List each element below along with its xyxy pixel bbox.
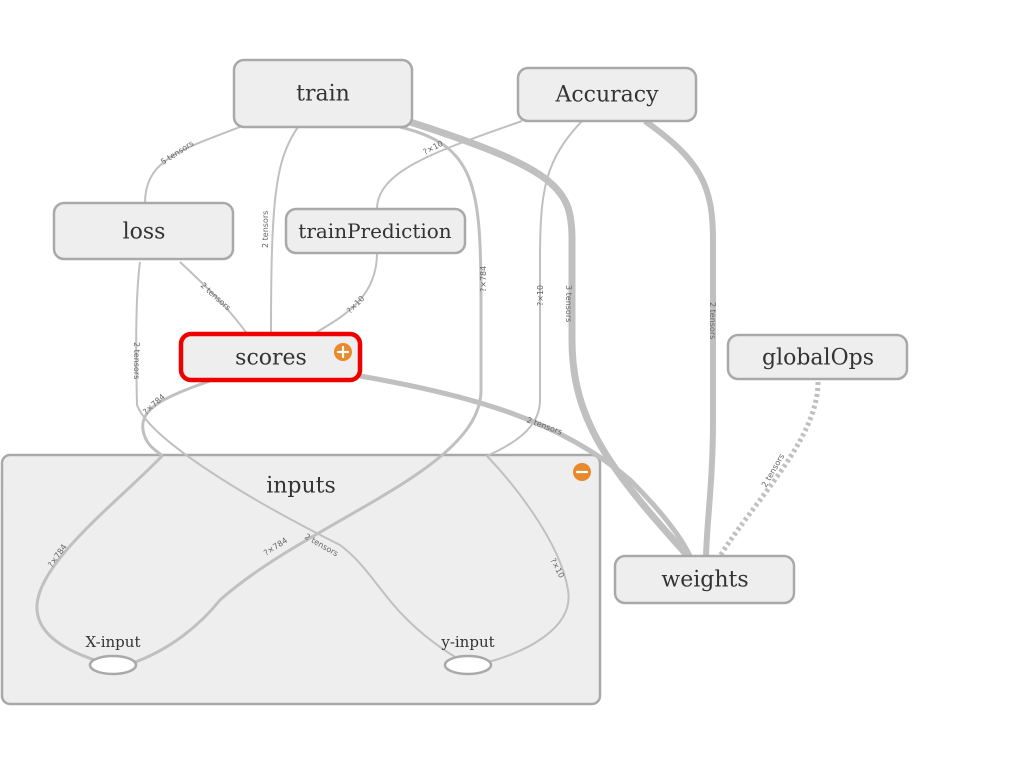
node-globalops[interactable]: globalOps bbox=[726, 333, 909, 381]
edge-label-accuracy-weights: 2 tensors bbox=[708, 302, 717, 339]
edge-accuracy-weights bbox=[643, 118, 716, 557]
inputs-group[interactable] bbox=[0, 453, 602, 706]
node-trainprediction-label: trainPrediction bbox=[298, 219, 452, 243]
edge-label-train-xinput: ?×784 bbox=[479, 266, 488, 292]
node-scores-box[interactable] bbox=[178, 331, 363, 383]
edge-globalops-weights bbox=[717, 381, 821, 558]
edges bbox=[35, 118, 821, 666]
node-weights-box[interactable] bbox=[613, 554, 796, 605]
edge-accuracy-trainprediction bbox=[376, 120, 523, 210]
node-y-input[interactable]: y-input bbox=[440, 633, 495, 676]
node-accuracy-label: Accuracy bbox=[554, 83, 659, 108]
edge-label-scores-xinput: ?×784 bbox=[141, 392, 167, 416]
node-train-label: train bbox=[296, 82, 350, 107]
node-scores[interactable]: scores bbox=[178, 331, 363, 383]
edge-label-train-loss: 5 tensors bbox=[159, 139, 195, 167]
node-train[interactable]: train bbox=[232, 58, 414, 129]
node-y-input-shape[interactable] bbox=[443, 654, 493, 676]
edge-label-train-scores: 2 tensors bbox=[261, 211, 270, 248]
node-accuracy[interactable]: Accuracy bbox=[516, 66, 698, 123]
node-trainprediction[interactable]: trainPrediction bbox=[284, 207, 467, 255]
edge-train-weights bbox=[408, 118, 691, 559]
collapse-minus-icon[interactable] bbox=[573, 463, 591, 481]
node-x-input[interactable]: X-input bbox=[86, 633, 141, 676]
node-x-input-label: X-input bbox=[86, 633, 141, 651]
node-scores-label: scores bbox=[235, 346, 307, 371]
node-loss-label: loss bbox=[123, 220, 166, 245]
node-trainprediction-box[interactable] bbox=[284, 207, 467, 255]
edge-train-xinput bbox=[129, 125, 483, 666]
edge-label-trainprediction-scores: ?×10 bbox=[345, 294, 366, 315]
edge-label-accuracy-yinput: ?×10 bbox=[536, 285, 545, 306]
node-train-box[interactable] bbox=[232, 58, 414, 129]
edge-loss-scores bbox=[179, 261, 249, 336]
node-weights-label: weights bbox=[661, 568, 748, 593]
edge-train-loss bbox=[144, 126, 241, 204]
edge-train-scores bbox=[270, 126, 299, 336]
node-loss[interactable]: loss bbox=[52, 201, 235, 261]
node-y-input-label: y-input bbox=[440, 633, 494, 651]
edge-accuracy-yinput bbox=[479, 120, 583, 665]
edge-label-loss-scores: 2 tensors bbox=[199, 281, 233, 313]
edge-label-train-weights: 3 tensors bbox=[564, 285, 573, 322]
edge-loss-yinput bbox=[135, 261, 461, 661]
expand-plus-icon[interactable] bbox=[334, 343, 352, 361]
edge-label-loss-yinput: 2 tensors bbox=[132, 342, 141, 379]
node-weights[interactable]: weights bbox=[613, 554, 796, 605]
node-globalops-box[interactable] bbox=[726, 333, 909, 381]
edge-trainprediction-scores bbox=[311, 252, 378, 336]
node-globalops-label: globalOps bbox=[762, 346, 874, 371]
edge-scores-weights bbox=[359, 373, 693, 558]
inputs-group-label: inputs bbox=[266, 474, 336, 499]
node-accuracy-box[interactable] bbox=[516, 66, 698, 123]
node-x-input-shape[interactable] bbox=[88, 654, 138, 676]
edge-scores-xinput bbox=[35, 379, 211, 664]
node-loss-box[interactable] bbox=[52, 201, 235, 261]
